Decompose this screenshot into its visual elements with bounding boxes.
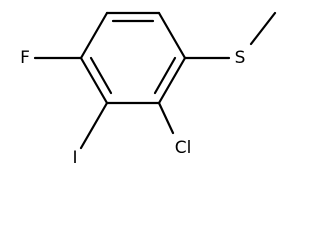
ring-bond-3: [157, 56, 187, 105]
inner-double-bond-right: [153, 56, 177, 95]
bond-c-cl: [157, 101, 175, 135]
atom-labels: F S I Cl: [20, 48, 245, 168]
bonds: [33, 11, 277, 150]
bond-s-ch3: [249, 11, 277, 46]
ring-bond-6: [79, 11, 109, 60]
sulfur-label: S: [235, 48, 246, 68]
ring-bond-5: [79, 56, 109, 105]
inner-double-bond-left: [89, 56, 113, 95]
chlorine-label: Cl: [175, 138, 192, 158]
bond-c-i: [79, 101, 109, 150]
molecule-structure: F S I Cl: [20, 11, 277, 168]
fluorine-label: F: [20, 48, 30, 68]
ring-bond-2: [157, 11, 187, 60]
iodine-label: I: [72, 148, 77, 168]
